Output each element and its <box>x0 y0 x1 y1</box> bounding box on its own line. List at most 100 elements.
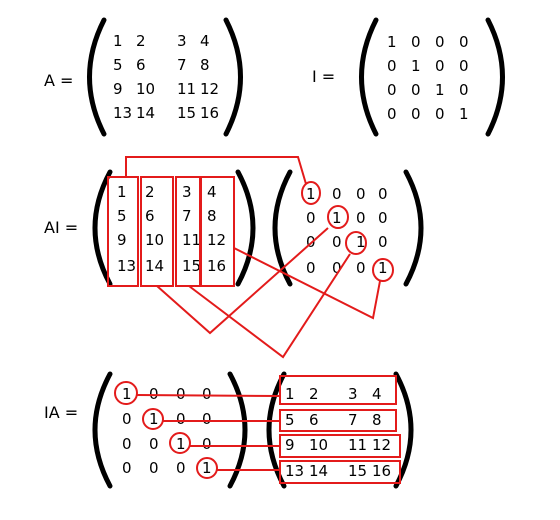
diag-circle-ia-2 <box>142 408 164 430</box>
row-box-1 <box>279 375 397 405</box>
matrix-I-cell-r2c1: 0 <box>387 57 397 75</box>
column-box-1 <box>107 176 139 287</box>
matrix-AI-A-cell-r4c4: 16 <box>207 257 226 275</box>
matrix-IA-A-cell-r4c2: 14 <box>309 462 328 480</box>
matrix-IA-A-cell-r2c2: 6 <box>309 411 319 429</box>
matrix-IA-I-cell-r1c2: 0 <box>149 385 159 403</box>
matrix-IA-A-cell-r2c4: 8 <box>372 411 382 429</box>
matrix-A-cell-r1c3: 3 <box>177 32 187 50</box>
matrix-AI-A-cell-r1c4: 4 <box>207 183 217 201</box>
diag-circle-ai-2 <box>327 205 349 229</box>
matrix-AI-A-cell-r4c3: 15 <box>182 257 201 275</box>
matrix-IA-I-cell-r4c1: 0 <box>122 459 132 477</box>
matrix-A-cell-r3c2: 10 <box>136 80 155 98</box>
matrix-AI-I-cell-r4c2: 0 <box>332 259 342 277</box>
matrix-IA-A-cell-r3c2: 10 <box>309 436 328 454</box>
matrix-I-cell-r1c4: 0 <box>459 33 469 51</box>
matrix-IA-A-cell-r3c1: 9 <box>285 436 295 454</box>
row-box-4 <box>279 460 401 484</box>
diag-circle-ia-1 <box>114 381 138 405</box>
matrix-AI-A-left-bracket <box>92 169 113 287</box>
matrix-AI-I-cell-r3c2: 0 <box>332 233 342 251</box>
matrix-AI-A-cell-r2c3: 7 <box>182 207 192 225</box>
connector-ai-1 <box>125 156 307 185</box>
matrix-IA-I-cell-r3c4: 0 <box>202 435 212 453</box>
matrix-IA-A-cell-r2c3: 7 <box>348 411 358 429</box>
matrix-I-cell-r4c4: 1 <box>459 105 469 123</box>
matrix-AI-A-cell-r2c1: 5 <box>117 207 127 225</box>
matrix-AI-A-right-bracket <box>235 169 256 287</box>
connector-ai-2 <box>156 227 329 335</box>
matrix-IA-I-cell-r1c4: 0 <box>202 385 212 403</box>
matrix-I-cell-r4c1: 0 <box>387 105 397 123</box>
matrix-AI-I-cell-r1c3: 0 <box>356 185 366 203</box>
matrix-AI-A-cell-r3c4: 12 <box>207 231 226 249</box>
matrix-A-cell-r4c1: 13 <box>113 104 132 122</box>
matrix-IA-A-cell-r1c2: 2 <box>309 385 319 403</box>
matrix-AI-A-cell-r3c3: 11 <box>182 231 201 249</box>
matrix-A-cell-r2c4: 8 <box>200 56 210 74</box>
matrix-IA-I-cell-r2c1: 0 <box>122 410 132 428</box>
matrix-I-cell-r2c2: 1 <box>411 57 421 75</box>
matrix-A-cell-r2c2: 6 <box>136 56 146 74</box>
matrix-A-cell-r1c2: 2 <box>136 32 146 50</box>
matrix-AI-I-right-bracket <box>403 169 424 287</box>
matrix-AI-I-cell-r3c3: 1 <box>356 233 366 251</box>
matrix-IA-I-cell-r4c3: 0 <box>176 459 186 477</box>
diag-circle-ia-3 <box>169 432 191 454</box>
matrix-A-cell-r3c3: 11 <box>177 80 196 98</box>
matrix-AI-I-cell-r4c4: 1 <box>378 259 388 277</box>
matrix-A-cell-r2c1: 5 <box>113 56 123 74</box>
diag-circle-ia-4 <box>196 457 218 479</box>
matrix-A-cell-r3c4: 12 <box>200 80 219 98</box>
label-A: A = <box>44 71 73 90</box>
matrix-A-right-bracket <box>223 17 243 137</box>
matrix-IA-I-cell-r2c4: 0 <box>202 410 212 428</box>
matrix-AI-I-cell-r2c3: 0 <box>356 209 366 227</box>
connector-ia-1 <box>136 394 281 397</box>
matrix-IA-I-cell-r4c4: 1 <box>202 459 212 477</box>
matrix-AI-A-cell-r4c1: 13 <box>117 257 136 275</box>
matrix-A-left-bracket <box>87 17 107 137</box>
matrix-AI-I-cell-r1c1: 1 <box>306 185 316 203</box>
connector-ai-4 <box>233 247 381 320</box>
matrix-I-cell-r1c1: 1 <box>387 33 397 51</box>
matrix-I-cell-r3c3: 1 <box>435 81 445 99</box>
matrix-IA-I-cell-r3c1: 0 <box>122 435 132 453</box>
connector-ai-3 <box>188 253 351 359</box>
diag-circle-ai-3 <box>345 231 367 255</box>
matrix-AI-A-cell-r1c3: 3 <box>182 183 192 201</box>
matrix-AI-I-cell-r4c3: 0 <box>356 259 366 277</box>
matrix-IA-A-right-bracket <box>393 371 414 489</box>
matrix-IA-A-cell-r4c4: 16 <box>372 462 391 480</box>
matrix-AI-I-cell-r1c2: 0 <box>332 185 342 203</box>
matrix-IA-I-cell-r3c2: 0 <box>149 435 159 453</box>
matrix-IA-A-cell-r2c1: 5 <box>285 411 295 429</box>
matrix-A-cell-r3c1: 9 <box>113 80 123 98</box>
matrix-A-cell-r4c3: 15 <box>177 104 196 122</box>
matrix-I-cell-r3c1: 0 <box>387 81 397 99</box>
matrix-AI-A-cell-r3c2: 10 <box>145 231 164 249</box>
matrix-AI-I-cell-r2c1: 0 <box>306 209 316 227</box>
matrix-AI-A-cell-r1c2: 2 <box>145 183 155 201</box>
matrix-A-cell-r1c1: 1 <box>113 32 123 50</box>
label-AI: AI = <box>44 218 78 237</box>
matrix-I-cell-r1c2: 0 <box>411 33 421 51</box>
matrix-AI-I-cell-r4c1: 0 <box>306 259 316 277</box>
matrix-AI-I-cell-r2c4: 0 <box>378 209 388 227</box>
column-box-4 <box>200 176 235 287</box>
label-I: I = <box>312 67 335 86</box>
matrix-IA-I-left-bracket <box>92 371 113 489</box>
matrix-I-cell-r4c2: 0 <box>411 105 421 123</box>
matrix-AI-I-cell-r2c2: 1 <box>332 209 342 227</box>
diag-circle-ai-4 <box>372 258 394 282</box>
matrix-A-cell-r2c3: 7 <box>177 56 187 74</box>
matrix-IA-A-cell-r4c1: 13 <box>285 462 304 480</box>
diag-circle-ai-1 <box>301 181 321 205</box>
